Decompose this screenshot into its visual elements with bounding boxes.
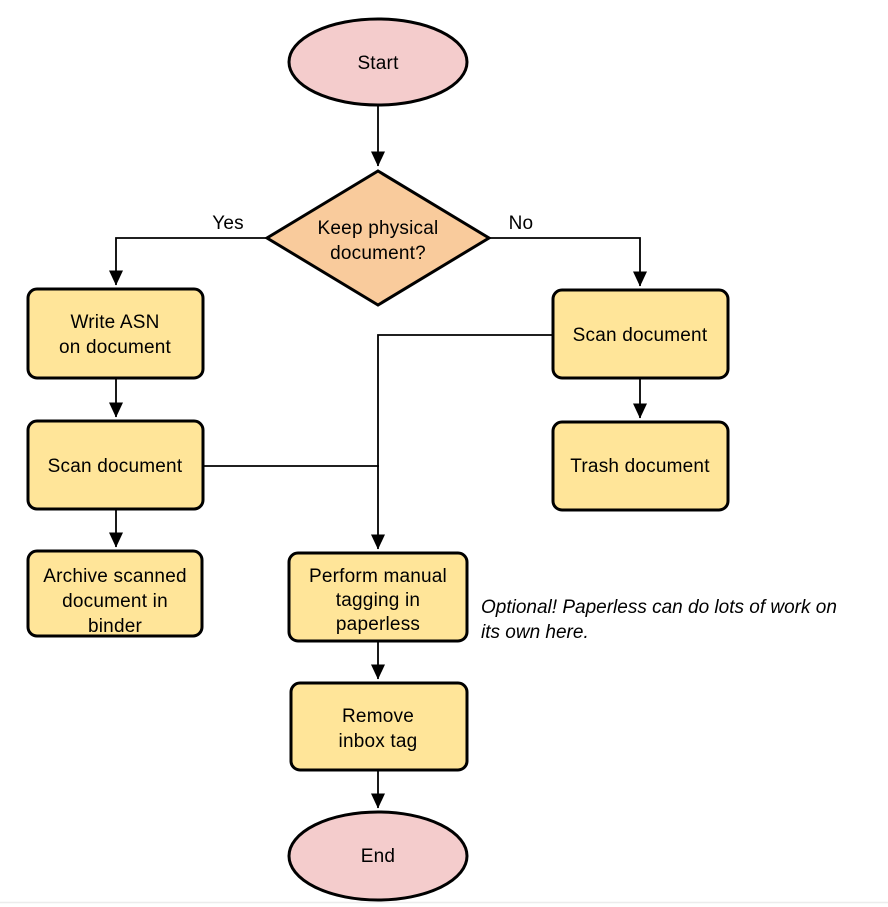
edge-label-no: No	[509, 213, 534, 234]
process-node-scan-document-right	[551, 288, 730, 380]
decision-node-keep-physical-document	[264, 169, 492, 307]
process-node-scan-document-left	[26, 419, 205, 511]
trash-document-label: Trash document	[570, 456, 710, 477]
process-node-remove-inbox-tag	[289, 681, 469, 772]
archive-label-line2: document in	[62, 591, 168, 612]
tagging-label-line1: Perform manual	[309, 566, 447, 587]
end-node	[287, 810, 469, 902]
tagging-label-line2: tagging in	[336, 590, 420, 611]
tagging-label-line3: paperless	[336, 614, 420, 635]
remove-inbox-label-line2: inbox tag	[339, 731, 418, 752]
scan-document-right-label: Scan document	[573, 325, 708, 346]
decision-label-line2: document?	[330, 243, 426, 264]
scan-document-left-label: Scan document	[48, 456, 183, 477]
write-asn-label-line2: on document	[59, 337, 172, 358]
edge-decision-yes-to-write-asn	[109, 237, 266, 286]
optional-note: Optional! Paperless can do lots of work …	[481, 597, 837, 643]
remove-inbox-label-line1: Remove	[342, 706, 414, 727]
edge-label-yes: Yes	[212, 213, 244, 234]
optional-note-line1: Optional! Paperless can do lots of work …	[481, 597, 837, 618]
end-label: End	[361, 846, 395, 867]
process-node-trash-document	[551, 420, 730, 512]
decision-label-line1: Keep physical	[318, 218, 439, 239]
process-node-write-asn	[26, 287, 205, 380]
edge-decision-no-to-scan-right	[490, 237, 647, 287]
archive-label-line1: Archive scanned	[43, 566, 186, 587]
start-label: Start	[357, 53, 399, 74]
edges	[109, 106, 647, 809]
optional-note-line2: its own here.	[481, 622, 589, 643]
edge-scan-right-junction-to-tagging	[371, 334, 553, 550]
start-node	[287, 17, 469, 107]
process-node-manual-tagging	[287, 551, 469, 643]
archive-label-line3: binder	[88, 616, 142, 637]
process-node-archive-in-binder	[26, 549, 204, 638]
write-asn-label-line1: Write ASN	[70, 312, 159, 333]
